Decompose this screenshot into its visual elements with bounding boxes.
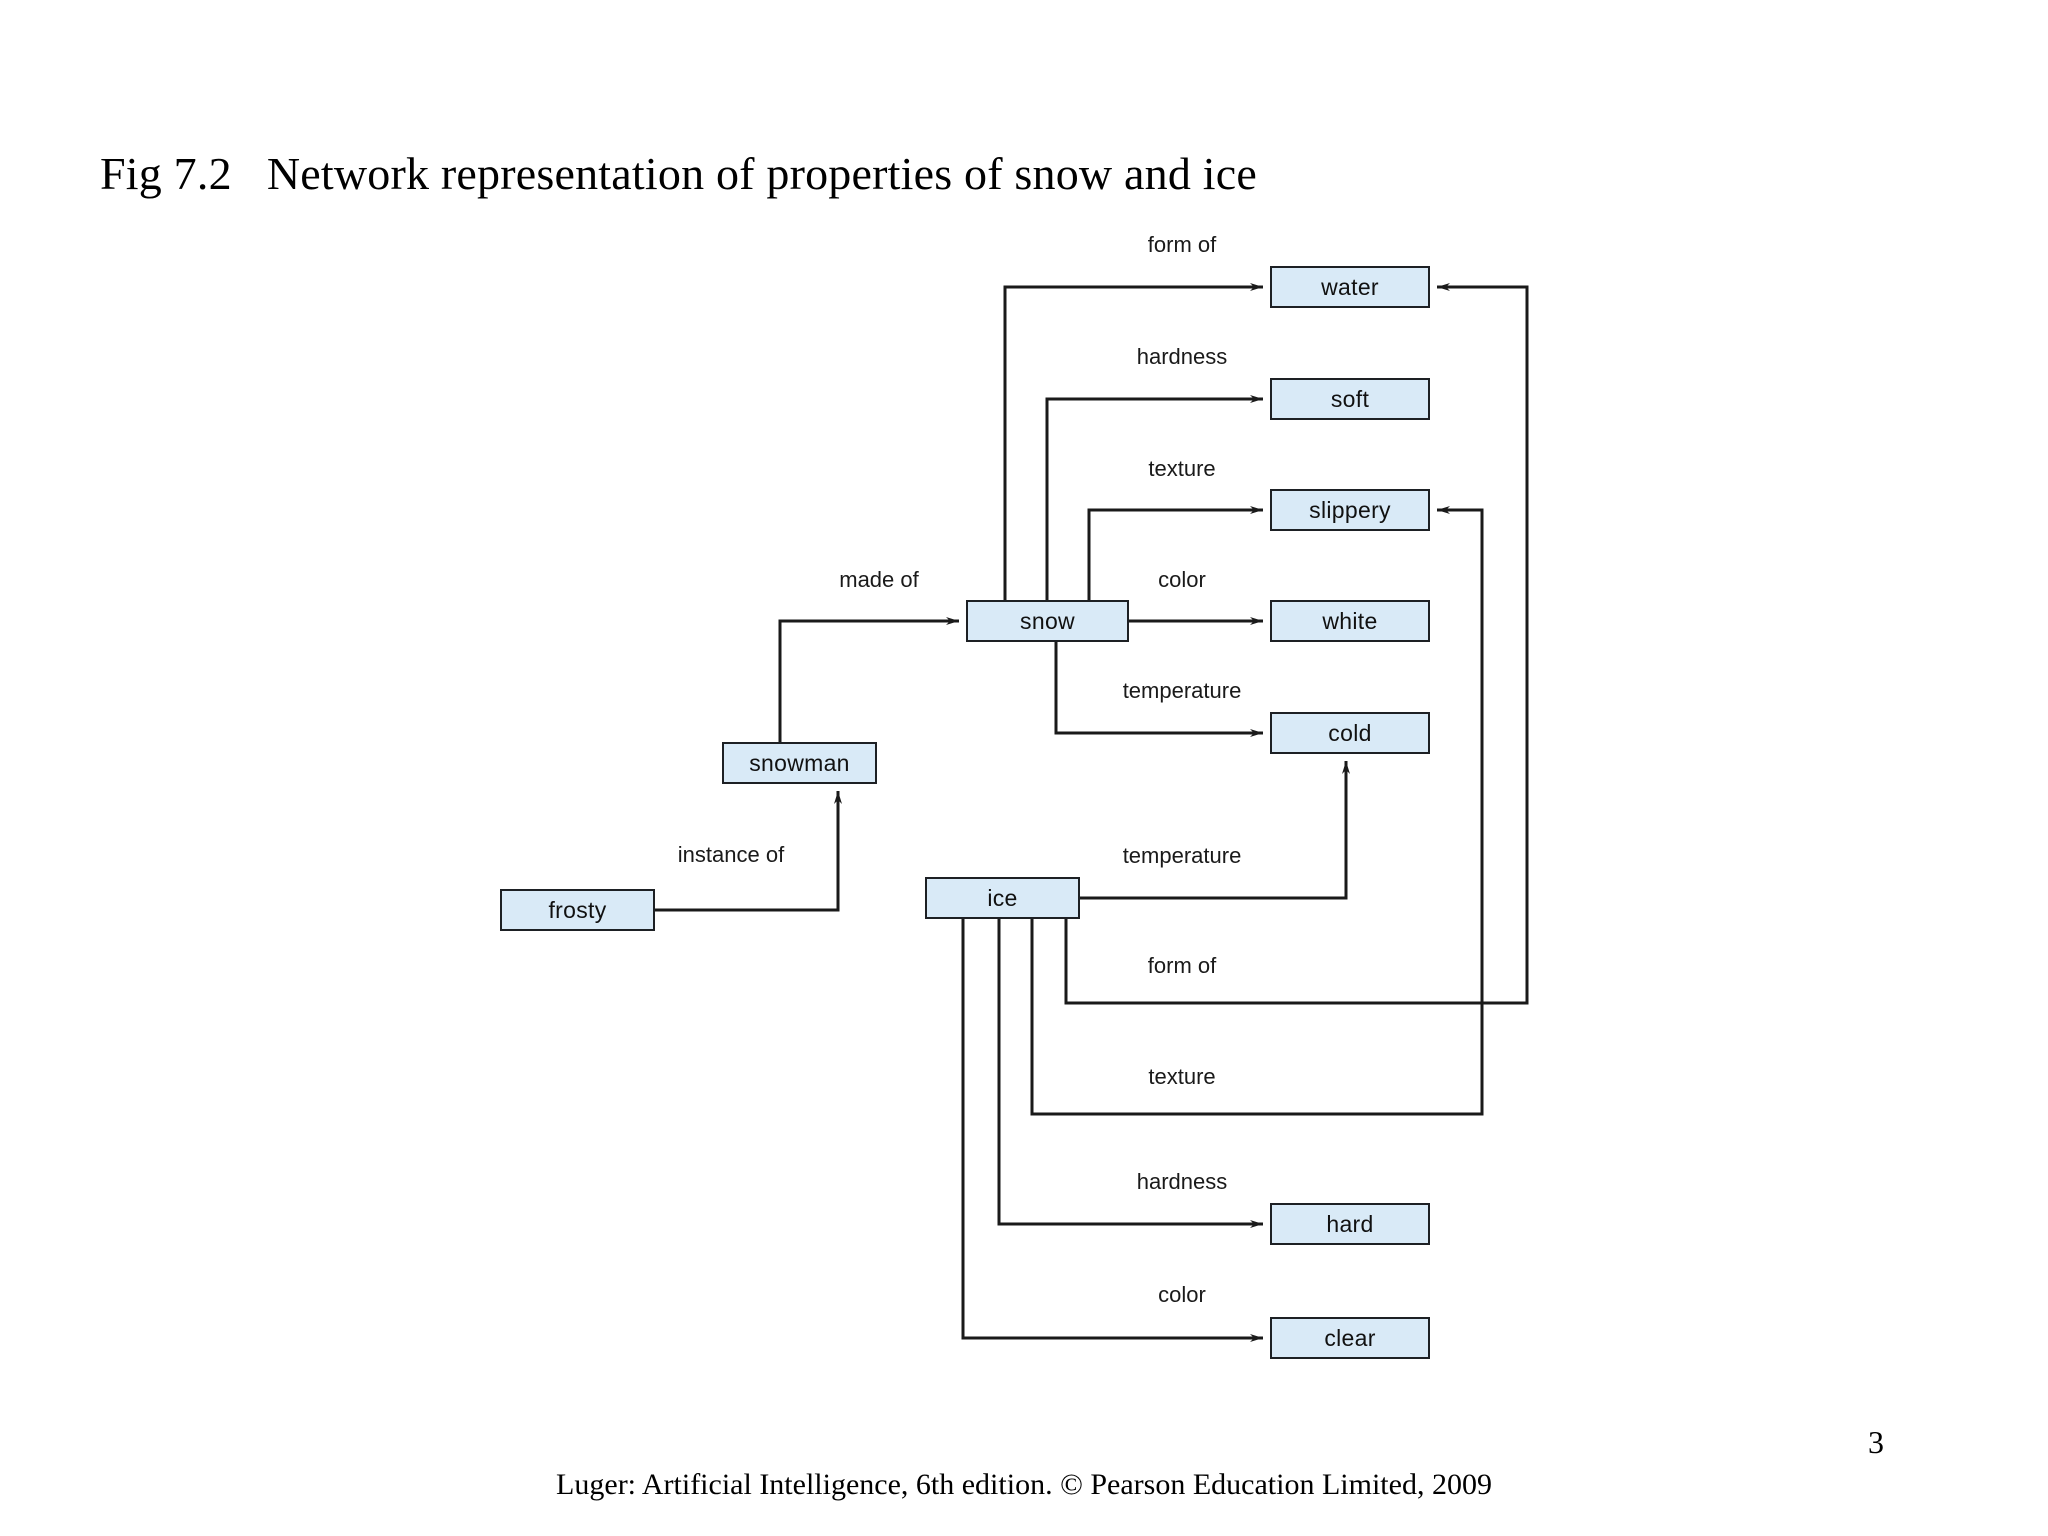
edge-label-snow-texture: texture — [1148, 456, 1216, 481]
node-label: snowman — [749, 749, 850, 776]
edge-ice-form-of-water — [1064, 283, 1529, 1005]
node-snow[interactable]: snow — [966, 600, 1129, 642]
node-clear[interactable]: clear — [1270, 1317, 1430, 1359]
edge-label-snow-temperature: temperature — [1122, 678, 1242, 703]
node-label: slippery — [1309, 496, 1391, 523]
node-snowman[interactable]: snowman — [722, 742, 877, 784]
edge-snow-hardness-soft — [1045, 395, 1263, 600]
edge-label-snow-form-of: form of — [1147, 232, 1217, 257]
node-label: cold — [1328, 719, 1372, 746]
node-frosty[interactable]: frosty — [500, 889, 655, 931]
edge-snow-form-of-water — [1003, 283, 1263, 600]
edge-label-snow-color: color — [1158, 567, 1206, 592]
edge-ice-texture-slippery — [1030, 506, 1484, 1116]
edge-frosty-instance-of-snowman — [655, 791, 842, 912]
edge-label-ice-temperature: temperature — [1122, 843, 1242, 868]
edge-ice-temperature-cold — [1080, 761, 1350, 900]
edge-snowman-made-of-snow — [778, 617, 959, 742]
node-ice[interactable]: ice — [925, 877, 1080, 919]
edge-label-made-of: made of — [839, 567, 919, 592]
edge-label-ice-hardness: hardness — [1136, 1169, 1228, 1194]
edge-label-ice-texture: texture — [1148, 1064, 1216, 1089]
node-label: clear — [1324, 1324, 1376, 1351]
node-hard[interactable]: hard — [1270, 1203, 1430, 1245]
node-white[interactable]: white — [1270, 600, 1430, 642]
edge-ice-color-clear — [961, 919, 1263, 1342]
node-label: snow — [1020, 607, 1075, 634]
node-soft[interactable]: soft — [1270, 378, 1430, 420]
node-label: hard — [1326, 1210, 1374, 1237]
edge-label-snow-hardness: hardness — [1136, 344, 1228, 369]
node-water[interactable]: water — [1270, 266, 1430, 308]
slide-footer-attribution: Luger: Artificial Intelligence, 6th edit… — [556, 1468, 1492, 1501]
node-label: soft — [1330, 385, 1370, 412]
node-label: ice — [987, 884, 1018, 911]
page-number: 3 — [1868, 1424, 1884, 1460]
node-cold[interactable]: cold — [1270, 712, 1430, 754]
node-label: frosty — [548, 896, 607, 923]
edge-ice-hardness-hard — [997, 919, 1263, 1228]
edge-snow-texture-slippery — [1087, 506, 1263, 600]
edge-label-ice-form-of: form of — [1147, 953, 1217, 978]
edge-snow-temperature-cold — [1054, 642, 1263, 737]
edge-lines — [655, 283, 1529, 1342]
edge-label-instance-of: instance of — [677, 842, 785, 867]
node-slippery[interactable]: slippery — [1270, 489, 1430, 531]
node-label: water — [1321, 273, 1379, 300]
edge-label-ice-color: color — [1158, 1282, 1206, 1307]
node-label: white — [1322, 607, 1378, 634]
page-title: Fig 7.2 Network representation of proper… — [100, 148, 1257, 199]
